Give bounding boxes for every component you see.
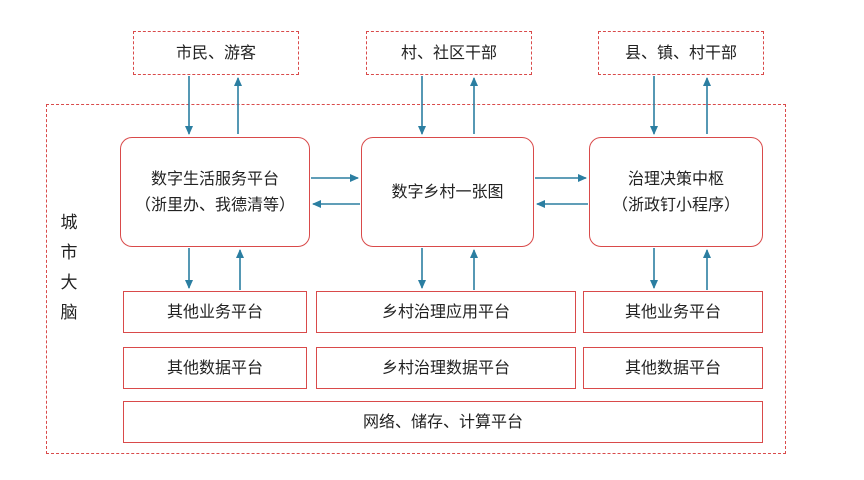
rural-governance-application-platform: 乡村治理应用平台: [316, 291, 576, 333]
digital-life-service-platform-subtitle: （浙里办、我德清等）: [134, 195, 295, 214]
city-brain-frame: [46, 104, 786, 454]
governance-decision-hub-subtitle: （浙政钉小程序）: [611, 195, 740, 214]
city-brain-label: 城 市 大 脑: [58, 208, 80, 328]
digital-life-service-platform-title: 数字生活服务平台: [150, 169, 279, 189]
user-box-county-cadres: 县、镇、村干部: [598, 31, 764, 75]
city-brain-label-char: 大: [60, 273, 78, 293]
user-box-citizens: 市民、游客: [133, 31, 299, 75]
city-brain-label-char: 脑: [60, 303, 78, 323]
rural-governance-data-platform: 乡村治理数据平台: [316, 347, 576, 389]
other-business-platform-left: 其他业务平台: [123, 291, 307, 333]
user-box-village-cadres: 村、社区干部: [366, 31, 532, 75]
governance-decision-hub-title: 治理决策中枢: [627, 169, 724, 189]
city-brain-label-char: 城: [60, 213, 78, 233]
other-data-platform-left: 其他数据平台: [123, 347, 307, 389]
digital-village-map: 数字乡村一张图: [361, 137, 534, 247]
other-business-platform-right: 其他业务平台: [583, 291, 763, 333]
network-storage-compute-platform: 网络、储存、计算平台: [123, 401, 763, 443]
other-data-platform-right: 其他数据平台: [583, 347, 763, 389]
city-brain-label-char: 市: [60, 243, 78, 263]
governance-decision-hub: 治理决策中枢 （浙政钉小程序）: [589, 137, 763, 247]
digital-life-service-platform: 数字生活服务平台 （浙里办、我德清等）: [120, 137, 310, 247]
